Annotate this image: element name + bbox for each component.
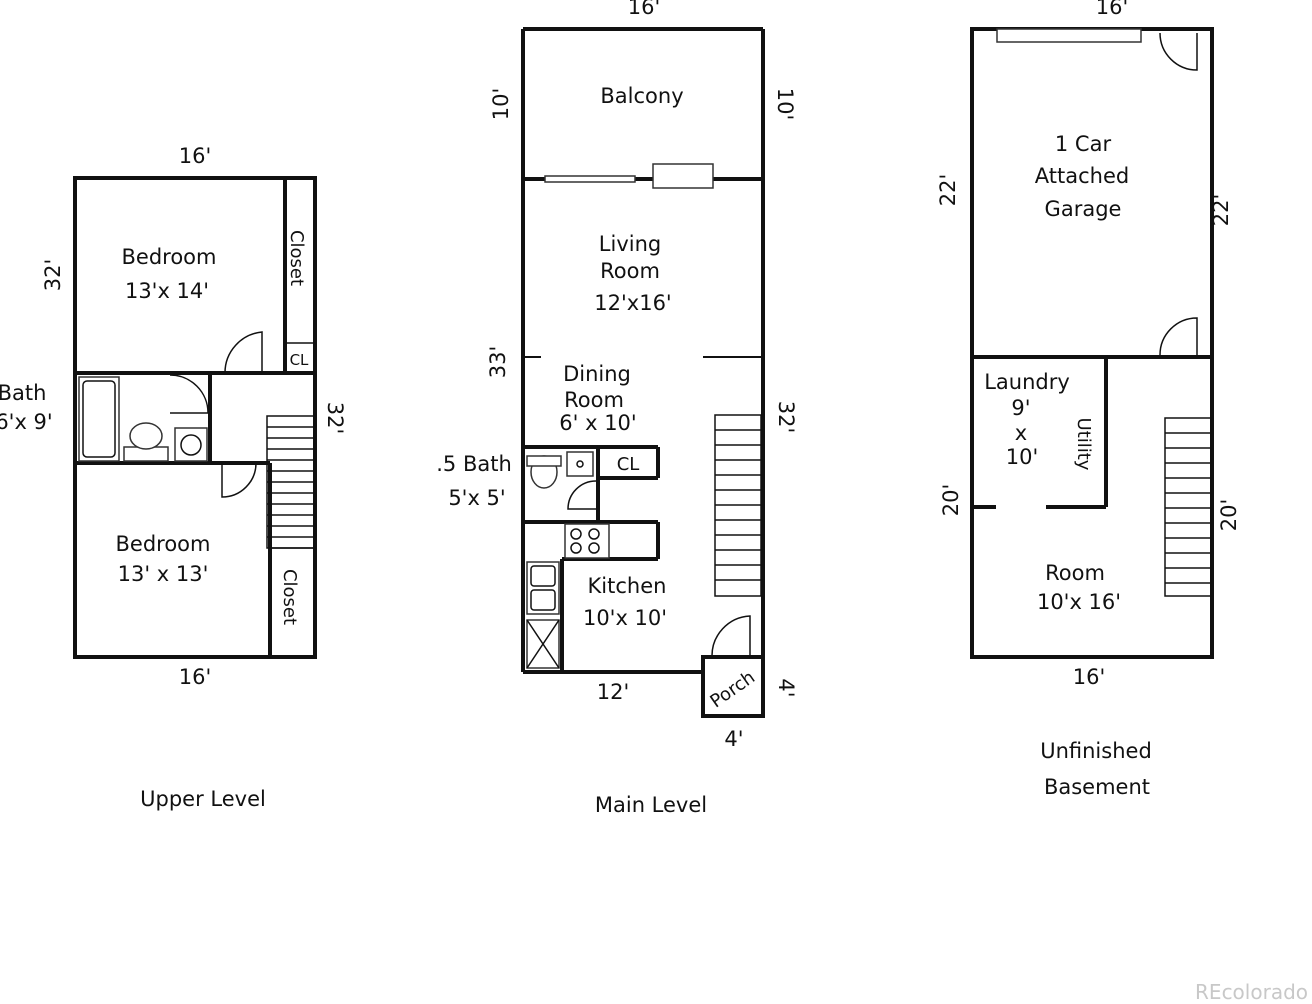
basement-plan: 16' 22' 22' 20' 20' 16' 1 Car Attached G… — [936, 0, 1241, 799]
garage-label-line2: Attached — [1035, 164, 1129, 188]
basement-room-size: 10'x 16' — [1037, 590, 1121, 614]
balcony-label: Balcony — [600, 84, 683, 108]
garage-door-icon — [996, 28, 1142, 43]
bedroom-2-label: Bedroom — [116, 532, 211, 556]
upper-level-plan: 16' 16' 32' 32' Bedroom 13'x 14' Closet … — [0, 144, 347, 811]
garage-left-dimension: 22' — [936, 174, 960, 207]
watermark: REcolorado — [1195, 980, 1308, 1004]
door-swing-icon — [169, 374, 209, 414]
laundry-times: x — [1015, 421, 1027, 445]
living-room-label-line1: Living — [599, 232, 661, 256]
upper-cl-label: CL — [290, 351, 309, 369]
porch-right-dimension: 4' — [774, 678, 798, 697]
laundry-width: 9' — [1011, 396, 1030, 420]
garage-right-dimension: 22' — [1209, 194, 1233, 227]
upper-stairs — [266, 415, 316, 549]
laundry-label: Laundry — [984, 370, 1070, 394]
door-swing-icon — [1159, 317, 1198, 356]
basement-bottom-dimension: 16' — [1073, 665, 1106, 689]
door-swing-icon — [1159, 32, 1198, 71]
basement-stairs — [1164, 417, 1212, 597]
main-cl-label: CL — [617, 454, 640, 475]
kitchen-size: 10'x 10' — [583, 606, 667, 630]
living-room-label-line2: Room — [600, 259, 660, 283]
dishwasher-icon — [526, 619, 560, 669]
upper-level-caption: Upper Level — [140, 787, 266, 811]
toilet-icon — [123, 422, 169, 462]
closet-1-label: Closet — [286, 230, 307, 286]
half-bath-label: .5 Bath — [436, 452, 512, 476]
porch-label: Porch — [706, 667, 759, 713]
balcony-left-dimension: 10' — [489, 88, 513, 121]
upper-top-dimension: 16' — [179, 144, 212, 168]
door-swing-icon — [567, 480, 597, 510]
stove-icon — [564, 523, 610, 559]
basement-caption-line2: Basement — [1044, 775, 1150, 799]
upper-bottom-dimension: 16' — [179, 665, 212, 689]
basement-top-dimension: 16' — [1096, 0, 1129, 19]
upper-right-dimension: 32' — [323, 402, 347, 435]
main-stairs — [714, 414, 762, 597]
dining-room-label-line1: Dining — [563, 362, 631, 386]
garage-label-line1: 1 Car — [1055, 132, 1112, 156]
garage-label-line3: Garage — [1045, 197, 1122, 221]
half-bath-size: 5'x 5' — [448, 486, 505, 510]
porch-box — [701, 655, 765, 718]
main-level-caption: Main Level — [595, 793, 707, 817]
basement-room-label: Room — [1045, 561, 1105, 585]
sink-icon — [174, 427, 208, 462]
bedroom-1-size: 13'x 14' — [125, 279, 209, 303]
dining-room-size: 6' x 10' — [559, 411, 636, 435]
main-left-dimension: 33' — [486, 346, 510, 379]
kitchen-sink-icon — [526, 561, 560, 615]
main-level-plan: 16' 10' 10' 33' 32' 12' 4' 4' Balcony Li… — [436, 0, 798, 817]
kitchen-label: Kitchen — [588, 574, 667, 598]
main-bottom-dimension: 12' — [597, 680, 630, 704]
main-right-dimension: 32' — [774, 401, 798, 434]
main-top-dimension: 16' — [628, 0, 661, 19]
utility-label: Utility — [1073, 418, 1094, 471]
fireplace-icon — [652, 163, 714, 189]
porch-bottom-dimension: 4' — [724, 727, 743, 751]
bath-label: Bath — [0, 381, 46, 405]
dining-room-label-line2: Room — [564, 388, 624, 412]
door-swing-icon — [711, 615, 751, 658]
toilet-icon — [526, 455, 562, 489]
room-left-dimension: 20' — [939, 484, 963, 517]
bathtub-icon — [78, 376, 120, 462]
door-swing-icon — [224, 331, 263, 374]
bath-size: 6'x 9' — [0, 410, 53, 434]
room-right-dimension: 20' — [1217, 499, 1241, 532]
balcony-right-dimension: 10' — [773, 88, 797, 121]
upper-left-dimension: 32' — [41, 259, 65, 292]
laundry-height: 10' — [1006, 445, 1039, 469]
sink-icon — [566, 451, 594, 477]
bedroom-1-label: Bedroom — [122, 245, 217, 269]
door-swing-icon — [221, 462, 257, 498]
bedroom-2-size: 13' x 13' — [118, 562, 209, 586]
basement-caption-line1: Unfinished — [1040, 739, 1152, 763]
living-room-size: 12'x16' — [594, 291, 671, 315]
closet-2-label: Closet — [279, 569, 300, 625]
